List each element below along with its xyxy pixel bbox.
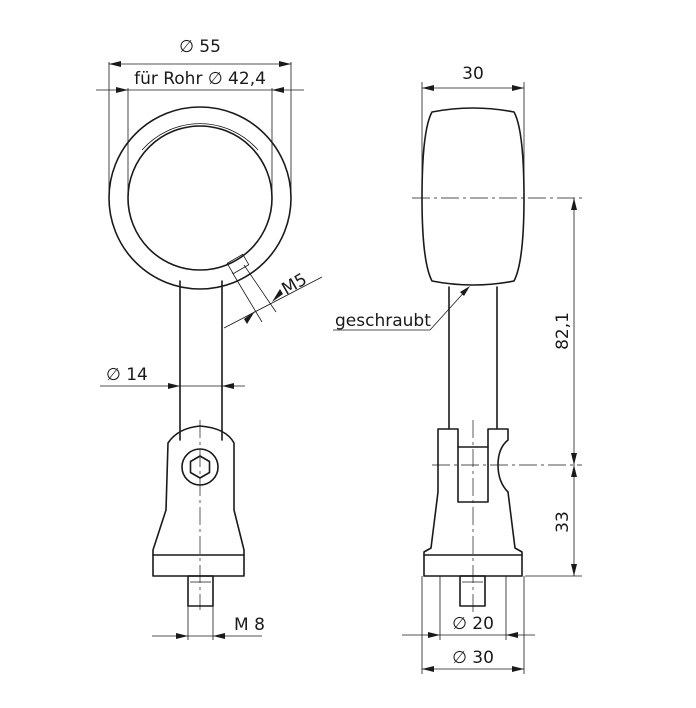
arrow (571, 198, 577, 210)
note-screwed: geschraubt (335, 311, 431, 331)
arrow (279, 61, 291, 67)
stem (179, 280, 223, 441)
dim-screw-m5: M5 (279, 270, 311, 300)
ring-shading (141, 123, 259, 151)
joint-block (152, 425, 245, 577)
arrow (512, 666, 524, 672)
thread-stub-side (459, 575, 486, 607)
arrow (571, 564, 577, 576)
arrow (116, 87, 128, 93)
arrow (272, 87, 284, 93)
ext-line (231, 271, 263, 323)
ext-line (243, 264, 277, 313)
arrow (571, 465, 577, 477)
arrow (213, 633, 225, 639)
arrow (422, 85, 434, 91)
arrow (109, 61, 121, 67)
thread-stub (187, 575, 214, 607)
arrow (506, 632, 518, 638)
arrow (571, 453, 577, 465)
side-view: 30 82,1 33 ∅ 20 ∅ 30 geschraubt (333, 64, 582, 674)
arrow (272, 289, 283, 302)
arrow (422, 666, 434, 672)
arrow (428, 632, 440, 638)
stem-side (448, 286, 498, 429)
dim-outer-diameter: ∅ 55 (179, 37, 221, 57)
dim-pipe-diameter: für Rohr ∅ 42,4 (134, 69, 266, 89)
dim-base-inner-diameter: ∅ 20 (452, 614, 494, 634)
ring-inner (127, 125, 273, 271)
arrow (460, 286, 470, 296)
arrow (168, 383, 180, 389)
arrow (176, 633, 188, 639)
ring-side (421, 107, 525, 286)
dim-thread-m8: M 8 (234, 615, 265, 635)
dim-width-top: 30 (462, 64, 484, 84)
dim-base-outer-diameter: ∅ 30 (452, 648, 494, 668)
dim-line-m5 (223, 276, 323, 329)
dim-stem-diameter: ∅ 14 (106, 365, 148, 385)
clamp-screw (226, 253, 250, 275)
front-view: ∅ 55 für Rohr ∅ 42,4 M5 ∅ 14 M 8 (96, 37, 323, 640)
leader-line (429, 287, 469, 331)
arrow (222, 383, 234, 389)
dim-height-lower: 33 (553, 511, 573, 533)
dim-height-upper: 82,1 (553, 312, 573, 350)
arrow (244, 311, 255, 324)
ring-outer (108, 106, 292, 290)
arrow (512, 85, 524, 91)
